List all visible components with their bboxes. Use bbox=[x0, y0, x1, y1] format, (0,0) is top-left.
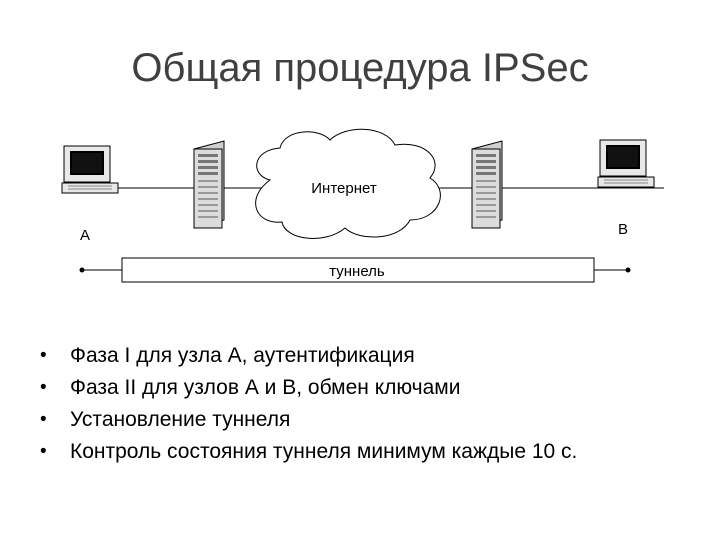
bullet-text: Установление туннеля bbox=[70, 408, 291, 431]
bullet-item: • Фаза II для узлов А и В, обмен ключами bbox=[40, 372, 577, 404]
tunnel-endpoint-a bbox=[79, 267, 85, 273]
node-b-label: B bbox=[618, 221, 628, 238]
node-a-label: A bbox=[80, 227, 90, 244]
slide-title: Общая процедура IPSec bbox=[131, 46, 589, 90]
bullet-marker: • bbox=[40, 441, 47, 462]
bullet-item: • Фаза I для узла А, аутентификация bbox=[40, 340, 577, 372]
tunnel-box bbox=[121, 257, 595, 283]
bullet-marker: • bbox=[40, 409, 47, 430]
bullet-item: • Контроль состояния туннеля минимум кажд… bbox=[40, 436, 577, 468]
internet-cloud-shape bbox=[255, 128, 441, 239]
bullet-item: • Установление туннеля bbox=[40, 404, 577, 436]
tunnel-endpoint-b bbox=[625, 267, 631, 273]
ipsec-diagram: Интернет A B туннель bbox=[61, 128, 664, 283]
bullet-marker: • bbox=[40, 345, 47, 366]
bullet-list: • Фаза I для узла А, аутентификация • Фаза… bbox=[40, 340, 577, 468]
bullet-text: Фаза I для узла А, аутентификация bbox=[70, 344, 415, 367]
bullet-text: Контроль состояния туннеля минимум кажды… bbox=[70, 440, 578, 463]
tunnel-label: туннель bbox=[329, 263, 385, 280]
cloud-label: Интернет bbox=[311, 180, 377, 197]
workstation-a-icon bbox=[61, 145, 119, 194]
workstation-b-icon bbox=[597, 139, 655, 188]
server-right-icon bbox=[471, 140, 503, 229]
bullet-text: Фаза II для узлов А и В, обмен ключами bbox=[70, 376, 461, 399]
bullet-marker: • bbox=[40, 377, 47, 398]
server-left-icon bbox=[193, 140, 225, 229]
